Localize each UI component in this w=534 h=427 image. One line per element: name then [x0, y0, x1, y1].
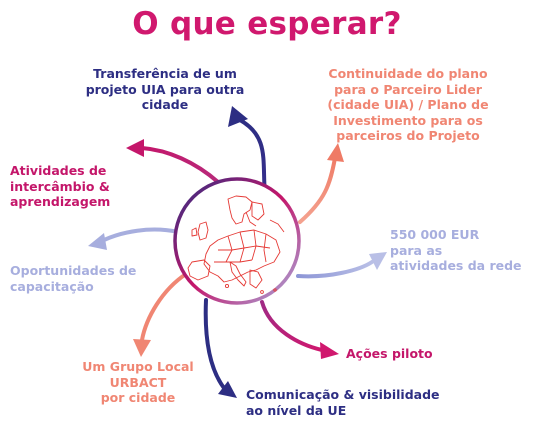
arrow-oportunidades [88, 227, 180, 250]
arrow-eur [296, 252, 387, 279]
arrow-comunicacao [203, 298, 237, 398]
label-acoes: Ações piloto [346, 346, 433, 361]
label-grupo: Um Grupo Local URBACT por cidade [82, 359, 194, 405]
label-continuidade: Continuidade do plano para o Parceiro Li… [327, 66, 489, 143]
page-title: O que esperar? [132, 6, 402, 42]
arrow-acoes [260, 300, 339, 359]
label-atividades: Atividades de intercâmbio & aprendizagem [10, 163, 111, 209]
label-oportunidades: Oportunidades de capacitação [10, 263, 137, 294]
label-comunicacao: Comunicação & visibilidade ao nível da U… [246, 387, 440, 418]
arrow-atividades [126, 139, 220, 184]
label-transferencia: Transferência de um projeto UIA para out… [85, 66, 245, 112]
arrow-grupo [133, 272, 188, 357]
arrow-continuidade [298, 143, 344, 224]
europe-map-icon [173, 177, 301, 305]
label-eur: 550 000 EUR para as atividades da rede [390, 227, 522, 273]
